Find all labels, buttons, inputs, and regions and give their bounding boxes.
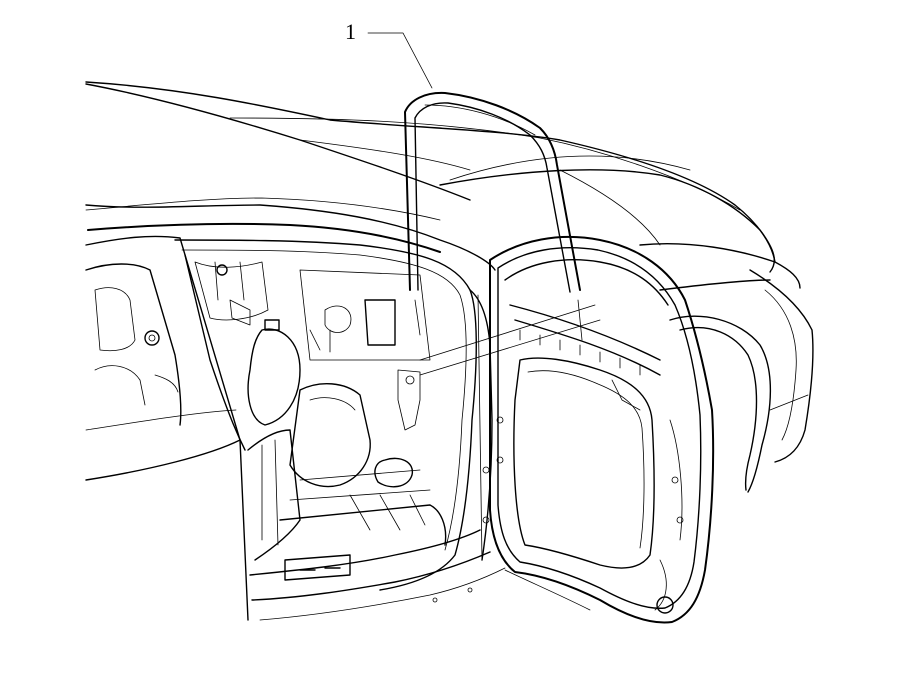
rear-door-inner-panel (85, 263, 182, 426)
door-hole (496, 416, 504, 424)
door-latch-bracket (611, 379, 641, 411)
rear-panel-bolt (144, 330, 160, 346)
rear-panel-rib-2 (154, 374, 179, 393)
door-frame-inner (497, 247, 702, 609)
door-opening-inner (181, 249, 467, 551)
hood-edge (439, 169, 776, 273)
bulkhead-hole (324, 305, 352, 333)
rear-door-edge (85, 235, 249, 621)
bulkhead-rib (309, 329, 331, 353)
weatherstrip-crease (424, 104, 536, 136)
rear-panel-bolt-inner (148, 334, 156, 342)
callout-1: 1 (345, 19, 433, 89)
hinge-hole (482, 466, 490, 474)
floor-stiffener (349, 494, 426, 531)
bracket-hole (405, 375, 415, 385)
door-edge-flange (669, 419, 683, 541)
front-door (489, 235, 715, 624)
seat-mount (374, 457, 414, 488)
wheel-arch-inner (679, 326, 758, 491)
door-frame-outer (489, 235, 715, 624)
door-cutout-inner-edge (527, 370, 645, 549)
belt-line-lower (514, 319, 661, 376)
rear-door-bottom (85, 439, 241, 481)
rear-door-top (87, 222, 441, 253)
bulkhead (299, 269, 431, 361)
sill-hole-2 (467, 587, 473, 593)
bulkhead-cutout (364, 299, 396, 346)
wheel-arch (669, 315, 772, 493)
sill-lower (251, 551, 491, 601)
door-hole-2 (496, 456, 504, 464)
hood-front (639, 242, 801, 289)
cowl-clip (264, 319, 280, 331)
door-opening-outline (174, 239, 477, 591)
roof-panel-line (299, 139, 471, 171)
center-bracket (397, 369, 421, 431)
rear-door-panel-outline (85, 263, 182, 426)
hood-seam (559, 169, 661, 246)
door-hole-3 (671, 476, 679, 484)
weatherstrip-outer (404, 91, 581, 291)
alignment-lines (419, 304, 601, 376)
rear-panel-cutout (94, 287, 136, 352)
callout-number: 1 (345, 19, 356, 44)
steering-column-hole (247, 328, 301, 426)
b-pillar-face (184, 254, 246, 451)
transmission-tunnel (289, 382, 371, 488)
belt-clips (519, 329, 641, 376)
floor-front (279, 504, 447, 546)
front-bumper (749, 269, 814, 463)
door-hole-4 (676, 516, 684, 524)
rear-panel-rib (94, 365, 146, 406)
sill-hole (432, 597, 438, 603)
door-opening (174, 239, 506, 621)
door-bottom-flange (504, 569, 591, 611)
callout-leader-line (367, 32, 433, 89)
a-pillar-face (469, 289, 493, 561)
weatherstrip-lower-ends (414, 299, 583, 341)
floor-line (289, 469, 431, 501)
front-bumper-line (764, 289, 797, 441)
rear-door-line (85, 409, 237, 431)
floor-left (247, 429, 301, 561)
sill-plate (284, 554, 351, 581)
door-inner-cutout (513, 357, 655, 569)
hood-crease (449, 155, 691, 181)
a-pillar-outer (85, 204, 496, 271)
fender-top (659, 279, 771, 291)
weatherstrip-inner (414, 102, 571, 293)
a-pillar-seam (477, 294, 483, 561)
hinge-hole-2 (482, 516, 490, 524)
weatherstrip (404, 91, 601, 376)
bumper-detail (769, 394, 809, 411)
sill-upper (249, 529, 481, 576)
cowl-plate (229, 299, 251, 326)
roof-edge (85, 81, 776, 263)
cowl-rib (214, 261, 245, 301)
belt-line (509, 304, 661, 361)
floor-rib (261, 439, 279, 546)
vehicle-body (85, 81, 814, 621)
window-channel (504, 259, 669, 306)
tunnel-ridge (309, 397, 356, 411)
sill-bottom (259, 567, 506, 621)
roof-rail (85, 197, 441, 221)
door-drain (656, 596, 674, 614)
cowl-bolt (216, 264, 228, 276)
